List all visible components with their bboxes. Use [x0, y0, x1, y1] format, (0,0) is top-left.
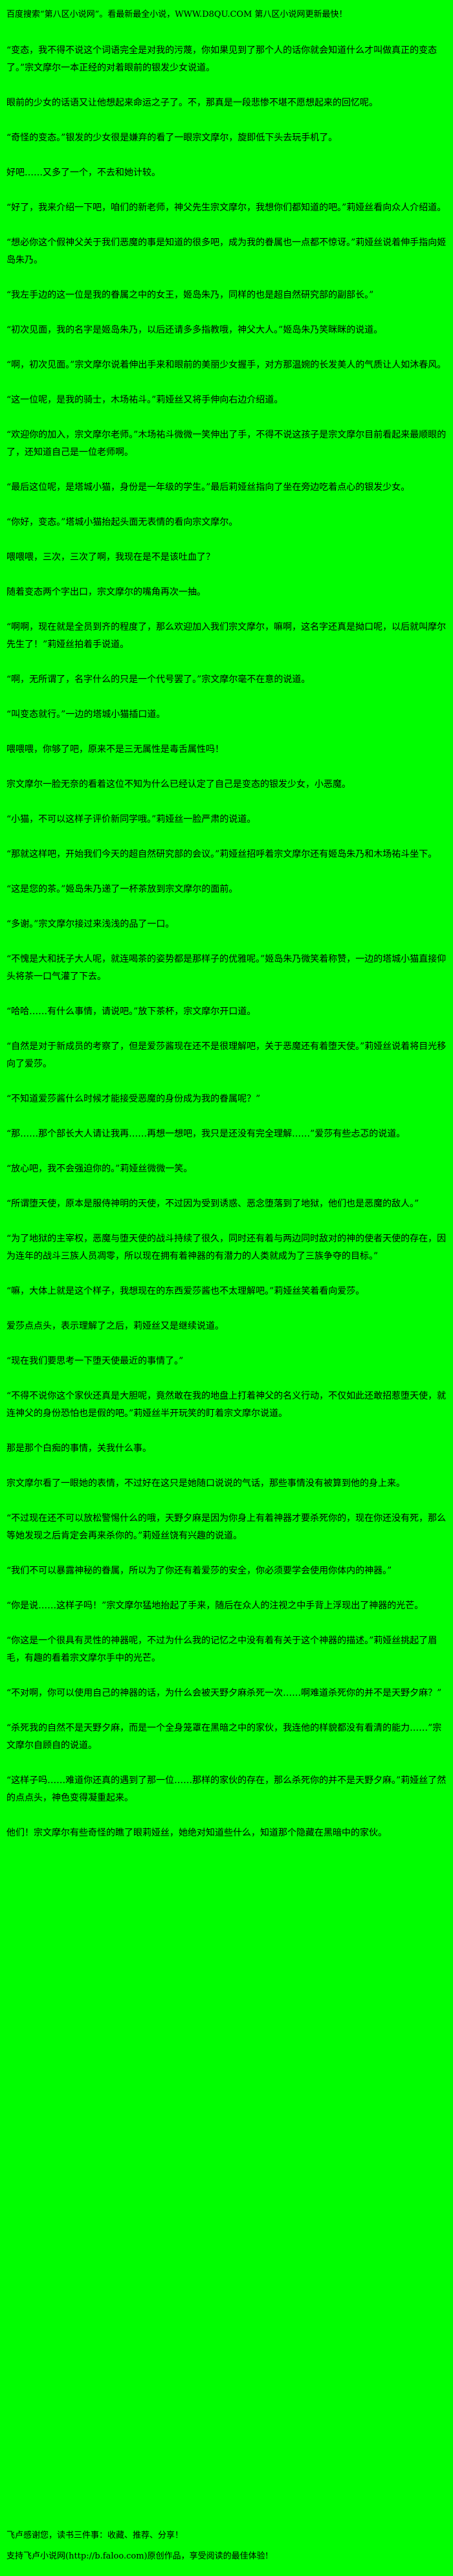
novel-paragraph: “这是您的茶。”姬岛朱乃递了一杯茶放到宗文摩尔的面前。 — [6, 884, 238, 894]
novel-paragraph: “现在我们要思考一下堕天使最近的事情了。” — [6, 1356, 184, 1366]
site-search-notice: 百度搜索“第八区小说网”。看最新最全小说，WWW.D8QU.COM 第八区小说网… — [6, 10, 348, 19]
novel-paragraph: 他们！宗文摩尔有些奇怪的瞧了眼莉娅丝，她绝对知道些什么，知道那个隐藏在黑暗中的家… — [6, 1828, 387, 1838]
novel-paragraph: “啊，无所谓了，名字什么的只是一个代号罢了。”宗文摩尔毫不在意的说道。 — [6, 674, 311, 685]
novel-paragraph: 眼前的少女的话语又让他想起来命运之子了。不，那真是一段悲惨不堪不愿想起来的回忆呢… — [6, 98, 378, 108]
novel-paragraph: “杀死我的自然不是天野夕麻，而是一个全身笼罩在黑暗之中的家伙，我连他的样貌都没有… — [6, 1723, 442, 1751]
novel-paragraph: 那是那个白痴的事情，关我什么事。 — [6, 1443, 151, 1454]
novel-paragraph: 好吧……又多了一个，不去和她计较。 — [6, 168, 160, 178]
novel-paragraph: “初次见面，我的名字是姬岛朱乃，以后还请多多指教哦，神父大人。”姬岛朱乃笑眯眯的… — [6, 325, 383, 335]
novel-paragraph: 随着变态两个字出口，宗文摩尔的嘴角再次一抽。 — [6, 587, 206, 597]
novel-paragraph: “我左手边的这一位是我的眷属之中的女王，姬岛朱乃，同样的也是超自然研究部的副部长… — [6, 290, 374, 300]
novel-paragraph: “我们不可以暴露神秘的眷属，所以为了你还有着爱莎的安全，你必须要学会使用你体内的… — [6, 1566, 392, 1576]
footer-reminder: 飞卢感谢您，读书三件事：收藏、推荐、分享！ — [6, 2531, 184, 2540]
footer-site-link: 支持飞卢小说网(http://b.faloo.com)原创作品，享受阅读的最佳体… — [6, 2551, 269, 2561]
novel-paragraph: “那……那个部长大人请让我再……再想一想吧，我只是还没有完全理解……”爱莎有些忐… — [6, 1129, 406, 1139]
novel-paragraph: “奇怪的变态。”银发的少女很是嫌弃的看了一眼宗文摩尔，旋即低下头去玩手机了。 — [6, 133, 338, 143]
novel-paragraph: “变态，我不得不说这个词语完全是对我的污蔑，你如果见到了那个人的话你就会知道什么… — [6, 45, 437, 73]
novel-paragraph: “好了，我来介绍一下吧，咱们的新老师，神父先生宗文摩尔，我想你们都知道的吧。”莉… — [6, 203, 447, 213]
novel-paragraph: “放心吧，我不会强迫你的。”莉娅丝微微一笑。 — [6, 1164, 193, 1174]
novel-paragraph: “欢迎你的加入，宗文摩尔老师。”木场祐斗微微一笑伸出了手，不得不说这孩子是宗文摩… — [6, 430, 447, 458]
novel-paragraph: “想必你这个假神父关于我们恶魔的事是知道的很多吧，成为我的眷属也一点都不惊讶。”… — [6, 238, 447, 265]
novel-paragraph: “为了地狱的主宰权，恶魔与堕天使的战斗持续了很久，同时还有着与两边同时敌对的神的… — [6, 1234, 447, 1261]
novel-paragraph: “嘛，大体上就是这个样子，我想现在的东西爱莎酱也不太理解吧。”莉娅丝笑着看向爱莎… — [6, 1286, 365, 1296]
novel-content: “变态，我不得不说这个词语完全是对我的污蔑，你如果见到了那个人的话你就会知道什么… — [6, 25, 447, 1860]
novel-paragraph: “不知道爱莎酱什么时候才能接受恶魔的身份成为我的眷属呢？” — [6, 1094, 261, 1104]
page-footer: 飞卢感谢您，读书三件事：收藏、推荐、分享！ 支持飞卢小说网(http://b.f… — [6, 2510, 447, 2564]
novel-paragraph: “不得不说你这个家伙还真是大胆呢，竟然敢在我的地盘上打着神父的名义行动，不仅如此… — [6, 1391, 447, 1419]
novel-paragraph: 喂喂喂，三次，三次了啊，我现在是不是该吐血了？ — [6, 552, 215, 562]
novel-paragraph: 宗文摩尔一脸无奈的看着这位不知为什么已经认定了自己是变态的银发少女，小恶魔。 — [6, 779, 351, 790]
novel-paragraph: “多谢。”宗文摩尔接过来浅浅的品了一口。 — [6, 919, 175, 929]
novel-paragraph: “你这是一个很具有灵性的神器呢，不过为什么我的记忆之中没有着有关于这个神器的描述… — [6, 1636, 437, 1663]
novel-paragraph: “你是说……这样子吗！”宗文摩尔猛地抬起了手来，随后在众人的注视之中手背上浮现出… — [6, 1601, 424, 1611]
novel-paragraph: “啊，初次见面。”宗文摩尔说着伸出手来和眼前的美丽少女握手，对方那温婉的长发美人… — [6, 360, 447, 370]
novel-paragraph: “这样子吗……难道你还真的遇到了那一位……那样的家伙的存在，那么杀死你的并不是天… — [6, 1775, 447, 1803]
novel-paragraph: “不过现在还不可以放松警惕什么的哦，天野夕麻是因为你身上有着神器才要杀死你的，现… — [6, 1513, 447, 1541]
novel-paragraph: “所谓堕天使，原本是服侍神明的天使，不过因为受到诱惑、恶念堕落到了地狱，他们也是… — [6, 1199, 419, 1209]
novel-paragraph: “自然是对于新成员的考察了，但是爱莎酱现在还不是很理解吧，关于恶魔还有着堕天使。… — [6, 1041, 447, 1069]
novel-paragraph: “叫变态就行。”一边的塔城小猫插口道。 — [6, 709, 166, 720]
novel-paragraph: 宗文摩尔看了一眼她的表情，不过好在这只是她随口说说的气话，那些事情没有被算到他的… — [6, 1478, 405, 1489]
novel-paragraph: “哈哈……有什么事情，请说吧。”放下茶杯，宗文摩尔开口道。 — [6, 1006, 256, 1017]
novel-paragraph: “小猫，不可以这样子评价新同学哦。”莉娅丝一脸严肃的说道。 — [6, 814, 256, 825]
novel-paragraph: “不对啊，你可以使用自己的神器的话，为什么会被天野夕麻杀死一次……啊难道杀死你的… — [6, 1688, 442, 1698]
novel-paragraph: “你好，变态。”塔城小猫抬起头面无表情的看向宗文摩尔。 — [6, 517, 238, 527]
novel-paragraph: “最后这位呢，是塔城小猫，身份是一年级的学生。”最后莉娅丝指向了坐在旁边吃着点心… — [6, 482, 410, 493]
novel-paragraph: “那就这样吧，开始我们今天的超自然研究部的会议。”莉娅丝招呼着宗文摩尔还有姬岛朱… — [6, 849, 437, 860]
novel-paragraph: “啊啊，现在就是全员到齐的程度了，那么欢迎加入我们宗文摩尔，嘛啊，这名字还真是拗… — [6, 622, 447, 650]
novel-paragraph: 喂喂喂，你够了吧，原来不是三无属性是毒舌属性吗！ — [6, 744, 224, 755]
novel-paragraph: 爱莎点点头，表示理解了之后，莉娅丝又是继续说道。 — [6, 1321, 224, 1331]
novel-paragraph: “这一位呢，是我的骑士，木场祐斗。”莉娅丝又将手伸向右边介绍道。 — [6, 395, 283, 405]
novel-paragraph: “不愧是大和抚子大人呢，就连喝茶的姿势都是那样子的优雅呢。”姬岛朱乃微笑着称赞，… — [6, 954, 447, 982]
